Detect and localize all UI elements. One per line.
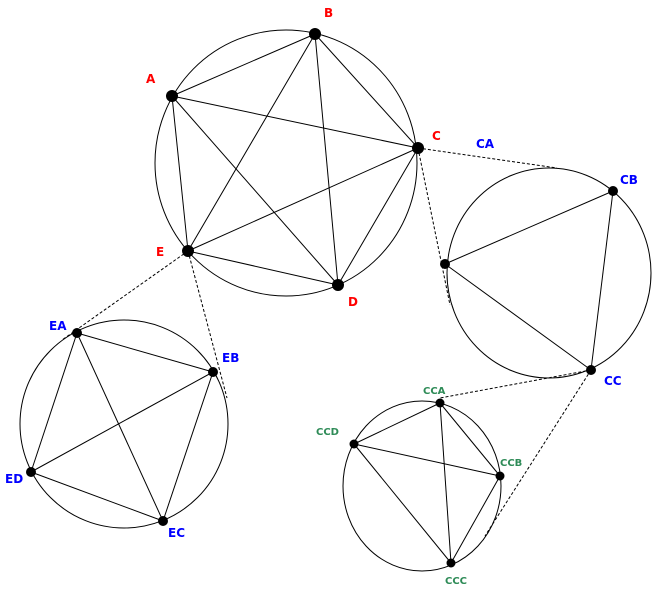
edge-C-D bbox=[337, 147, 419, 286]
node-label-EA: EA bbox=[49, 319, 67, 333]
edge-EA-ED bbox=[30, 332, 78, 473]
node-label-ED: ED bbox=[5, 472, 23, 486]
node-E[interactable] bbox=[182, 245, 194, 257]
c_sub-circle bbox=[446, 167, 652, 379]
node-CCB[interactable] bbox=[495, 471, 505, 481]
node-label-CCC: CCC bbox=[445, 576, 467, 587]
node-label-D: D bbox=[348, 295, 358, 309]
edge-CA-CC bbox=[444, 263, 592, 371]
edge-EA-EB bbox=[76, 332, 214, 373]
node-B[interactable] bbox=[309, 28, 321, 40]
dashed-connector-C-to-c_sub-left bbox=[417, 147, 451, 306]
edge-EA-EC bbox=[76, 332, 164, 522]
node-A[interactable] bbox=[166, 90, 178, 102]
node-label-B: B bbox=[324, 6, 333, 20]
node-CCD[interactable] bbox=[349, 439, 359, 449]
edge-C-E bbox=[187, 147, 419, 252]
node-EB[interactable] bbox=[208, 367, 218, 377]
node-label-CC: CC bbox=[604, 374, 622, 388]
node-EC[interactable] bbox=[158, 516, 168, 526]
dashed-connector-CC-to-cc_sub-top bbox=[439, 369, 592, 399]
edge-A-E bbox=[171, 95, 189, 252]
edge-A-C bbox=[171, 95, 419, 149]
node-label-E: E bbox=[156, 245, 164, 259]
edge-A-B bbox=[171, 33, 316, 97]
edge-EC-ED bbox=[30, 471, 164, 522]
node-label-CCB: CCB bbox=[500, 458, 522, 469]
node-CC[interactable] bbox=[586, 365, 596, 375]
node-label-CCA: CCA bbox=[423, 386, 446, 397]
node-label-EB: EB bbox=[222, 351, 239, 365]
edge-B-C bbox=[314, 33, 419, 149]
main-circle bbox=[154, 29, 418, 297]
edge-CCC-CCD bbox=[353, 443, 452, 564]
node-D[interactable] bbox=[332, 279, 344, 291]
e_sub-circle bbox=[19, 319, 229, 529]
edge-B-D bbox=[314, 33, 339, 286]
edge-CCA-CCC bbox=[439, 402, 452, 564]
node-label-CB: CB bbox=[620, 173, 638, 187]
edge-CCB-CCD bbox=[353, 443, 501, 477]
cc_sub-circle bbox=[342, 400, 502, 572]
edge-D-E bbox=[187, 250, 339, 286]
dashed-connector-C-to-c_sub-top bbox=[417, 147, 558, 169]
dashed-connector-E-to-e_sub-left bbox=[61, 250, 189, 341]
node-label-EC: EC bbox=[168, 526, 185, 540]
edge-A-D bbox=[171, 95, 339, 286]
edge-CA-CB bbox=[444, 190, 614, 265]
edge-CCA-CCB bbox=[439, 402, 501, 477]
node-EA[interactable] bbox=[72, 328, 82, 338]
dashed-connector-CC-to-cc_sub-right bbox=[484, 369, 592, 537]
edge-EB-ED bbox=[30, 371, 214, 473]
node-CCA[interactable] bbox=[435, 398, 445, 408]
node-ED[interactable] bbox=[26, 467, 36, 477]
node-label-C: C bbox=[432, 129, 441, 143]
node-CB[interactable] bbox=[608, 186, 618, 196]
node-label-A: A bbox=[146, 72, 156, 86]
node-CCC[interactable] bbox=[446, 558, 456, 568]
edge-CCA-CCD bbox=[353, 402, 441, 445]
node-label-CA: CA bbox=[476, 137, 495, 151]
node-label-CCD: CCD bbox=[316, 427, 339, 438]
edge-CB-CC bbox=[590, 190, 614, 371]
edge-EB-EC bbox=[162, 371, 214, 522]
edge-B-E bbox=[187, 33, 316, 252]
edge-CCB-CCC bbox=[450, 475, 501, 564]
dashed-connector-E-to-e_sub-right bbox=[187, 250, 228, 399]
node-CA[interactable] bbox=[440, 259, 450, 269]
node-C[interactable] bbox=[412, 142, 424, 154]
